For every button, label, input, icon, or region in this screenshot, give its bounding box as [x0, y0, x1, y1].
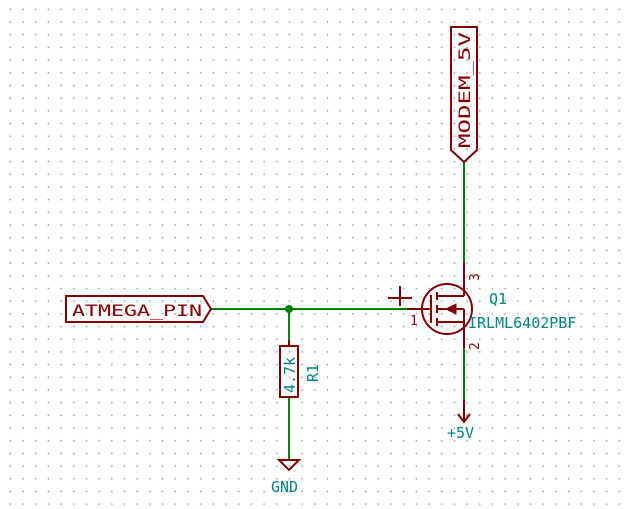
- plus5v-arrow: [457, 400, 471, 424]
- q1-pin-drain-number: 3: [468, 273, 483, 281]
- plus5v-symbol[interactable]: +5V: [447, 400, 474, 442]
- resistor-r1[interactable]: 4.7k R1: [279, 340, 322, 398]
- q1-arrow: [444, 303, 457, 315]
- modem-5v-label-text: MODEM_5V: [455, 31, 474, 148]
- r1-body: [279, 345, 299, 398]
- gnd-label: GND: [271, 478, 298, 496]
- modem-5v-label-shape: [450, 26, 478, 164]
- r1-value: 4.7k: [281, 357, 299, 393]
- mosfet-q1[interactable]: 1 3 2 Q1 IRLML6402PBF: [388, 262, 576, 350]
- q1-reference: Q1: [489, 290, 507, 308]
- r1-reference: R1: [304, 364, 322, 382]
- plus5v-label: +5V: [447, 424, 474, 442]
- junction-dot: [285, 305, 293, 313]
- label-atmega-pin[interactable]: ATMEGA_PIN: [65, 295, 213, 323]
- gnd-triangle: [276, 459, 302, 472]
- atmega-pin-label-shape: [65, 295, 213, 323]
- gnd-symbol[interactable]: GND: [271, 459, 302, 496]
- q1-pin-gate-number: 1: [410, 314, 418, 329]
- label-modem-5v[interactable]: MODEM_5V: [450, 26, 478, 164]
- q1-pin-source-number: 2: [468, 342, 483, 350]
- wires: [211, 162, 465, 460]
- q1-value: IRLML6402PBF: [468, 314, 576, 332]
- atmega-pin-label-text: ATMEGA_PIN: [72, 301, 202, 320]
